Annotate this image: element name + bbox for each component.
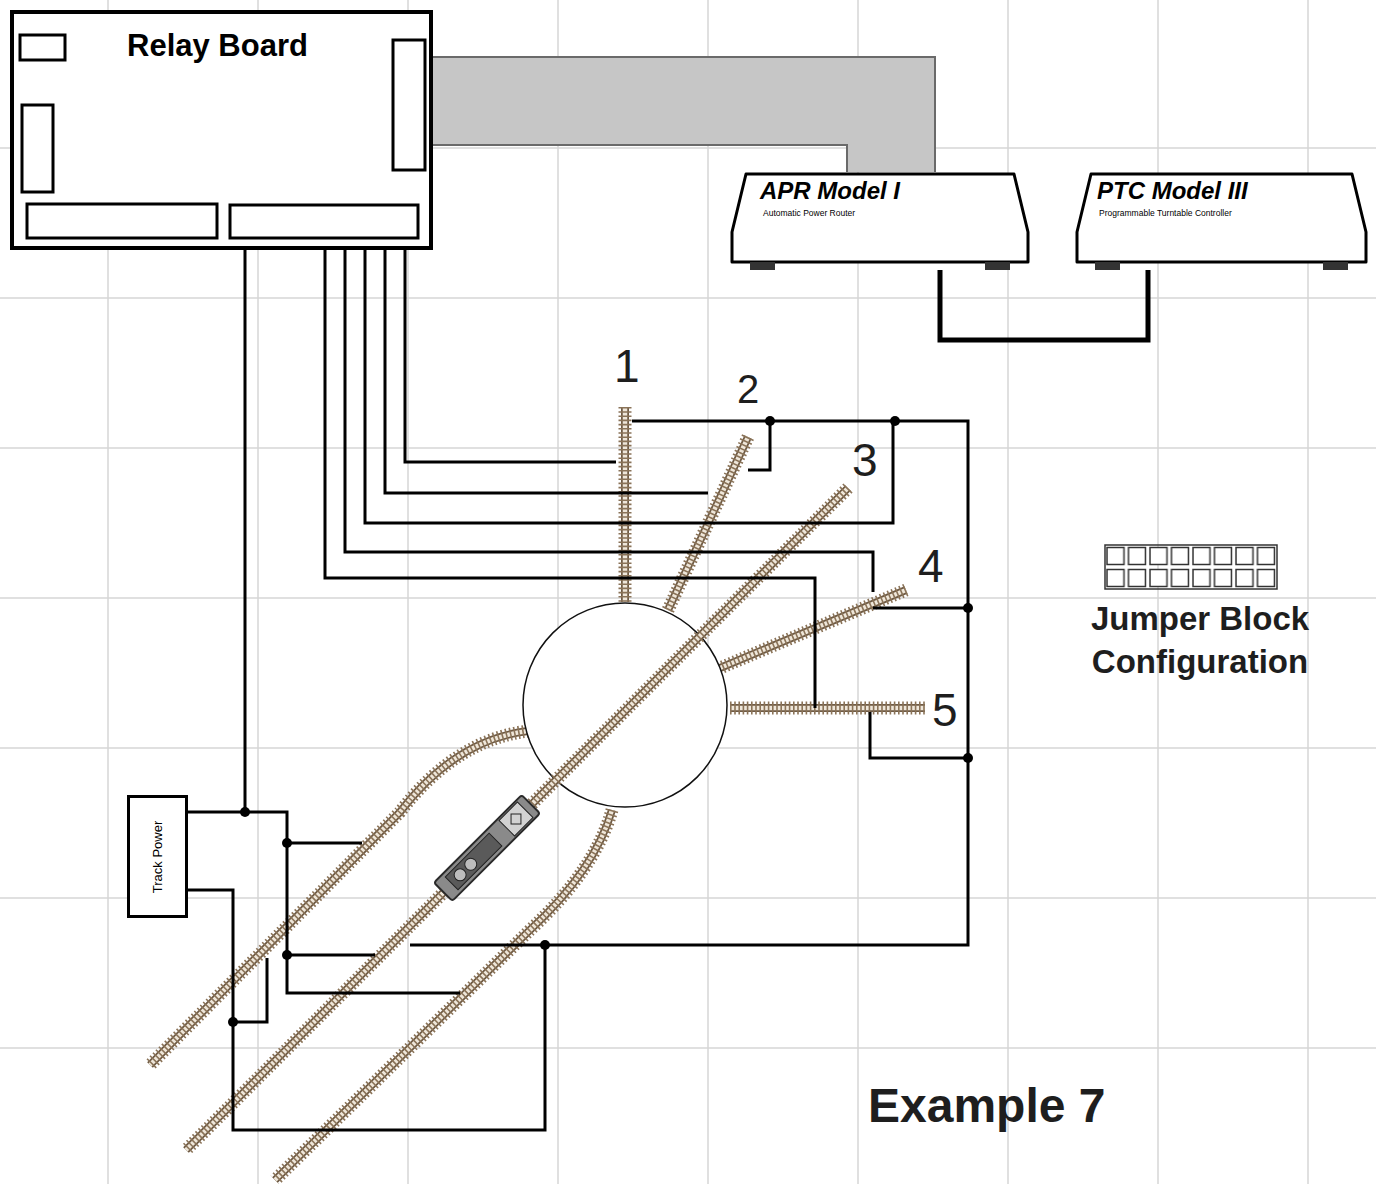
drawing-part (188, 890, 545, 1130)
drawing-part (287, 954, 375, 957)
drawing-part (275, 810, 612, 1180)
drawing-part (452, 866, 469, 883)
unit-title: Track Power (150, 820, 165, 892)
board-connector (393, 40, 425, 170)
power-wire-path (188, 250, 245, 812)
housing-body (1077, 174, 1366, 262)
drawing-part (963, 603, 973, 613)
wire (188, 238, 968, 1130)
drawing-part (275, 810, 612, 1180)
drawing-part (150, 731, 528, 1065)
drawing-part (720, 590, 906, 668)
ribbon-cable-path (433, 101, 891, 172)
callout-number: 2 (737, 366, 759, 412)
drawing-part (720, 590, 906, 668)
board-connector (27, 204, 217, 238)
drawing-part (186, 488, 848, 1150)
drawing-part (233, 958, 267, 1022)
drawing-part (445, 833, 502, 890)
drawing-part (623, 407, 628, 602)
board-connector (22, 105, 53, 192)
unit-subtitle: Automatic Power Router (763, 209, 855, 219)
wire-junction (228, 416, 973, 1027)
turntable-bridge-track (186, 488, 848, 1150)
drawing-part (186, 488, 848, 1150)
drawing-part (963, 753, 973, 763)
control-cable-path (940, 270, 1148, 340)
housing-foot (1095, 262, 1120, 270)
drawing-part (325, 238, 815, 708)
jumper-label: Jumper Block Configuration (1065, 598, 1335, 684)
drawing-part (287, 842, 362, 845)
drawing-part (228, 1017, 238, 1027)
housing-body (732, 174, 1028, 262)
drawing-part (748, 421, 770, 470)
drawing-part (621, 407, 629, 602)
drawing-part (873, 607, 968, 610)
power-supply: Track Power (127, 795, 188, 918)
housing-foot (985, 262, 1010, 270)
drawing-part (365, 238, 893, 523)
locomotive (434, 795, 540, 901)
drawing-part (245, 812, 460, 993)
board-connector (20, 35, 65, 60)
drawing-part (730, 702, 925, 715)
drawing-part (499, 802, 533, 836)
control-cable (940, 270, 1148, 340)
power-wire (188, 250, 245, 812)
figure-caption: Example 7 (868, 1078, 1105, 1133)
callout-number: 3 (852, 434, 878, 487)
drawing-part (730, 706, 925, 711)
drawing-part (275, 810, 612, 1180)
ribbon-cable (433, 101, 891, 172)
drawing-part (385, 238, 708, 493)
callout-number: 1 (614, 340, 640, 393)
drawing-part (150, 731, 528, 1065)
drawing-part (405, 238, 616, 462)
drawing-part (730, 704, 925, 712)
drawing-part (540, 940, 550, 950)
unit-title: Relay Board (127, 28, 308, 64)
housing-foot (1323, 262, 1348, 270)
drawing-part (345, 238, 873, 592)
drawing-part (410, 421, 968, 945)
drawing-part (506, 809, 526, 829)
controller-unit: PTC Model III Programmable Turntable Cont… (1075, 172, 1368, 270)
board-connector (230, 205, 418, 238)
jumper-block (1105, 545, 1277, 589)
drawing-part (434, 795, 540, 901)
housing-foot (750, 262, 775, 270)
drawing-part (765, 416, 775, 426)
callout-number: 5 (932, 684, 958, 737)
drawing-part (282, 950, 292, 960)
drawing-part (186, 488, 848, 1150)
drawing-part (150, 731, 528, 1065)
drawing-part (619, 407, 632, 602)
drawing-part (720, 590, 906, 668)
relay-board: Relay Board (10, 10, 433, 250)
ribbon-cable-path (433, 101, 891, 172)
callout-number: 4 (918, 540, 944, 593)
unit-title: PTC Model III (1097, 177, 1248, 205)
unit-title: APR Model I (760, 177, 900, 205)
router-unit: APR Model I Automatic Power Router (730, 172, 1030, 270)
drawing-part (890, 416, 900, 426)
unit-subtitle: Programmable Turntable Controller (1099, 209, 1232, 219)
drawing-part (462, 856, 479, 873)
drawing-part (282, 838, 292, 848)
